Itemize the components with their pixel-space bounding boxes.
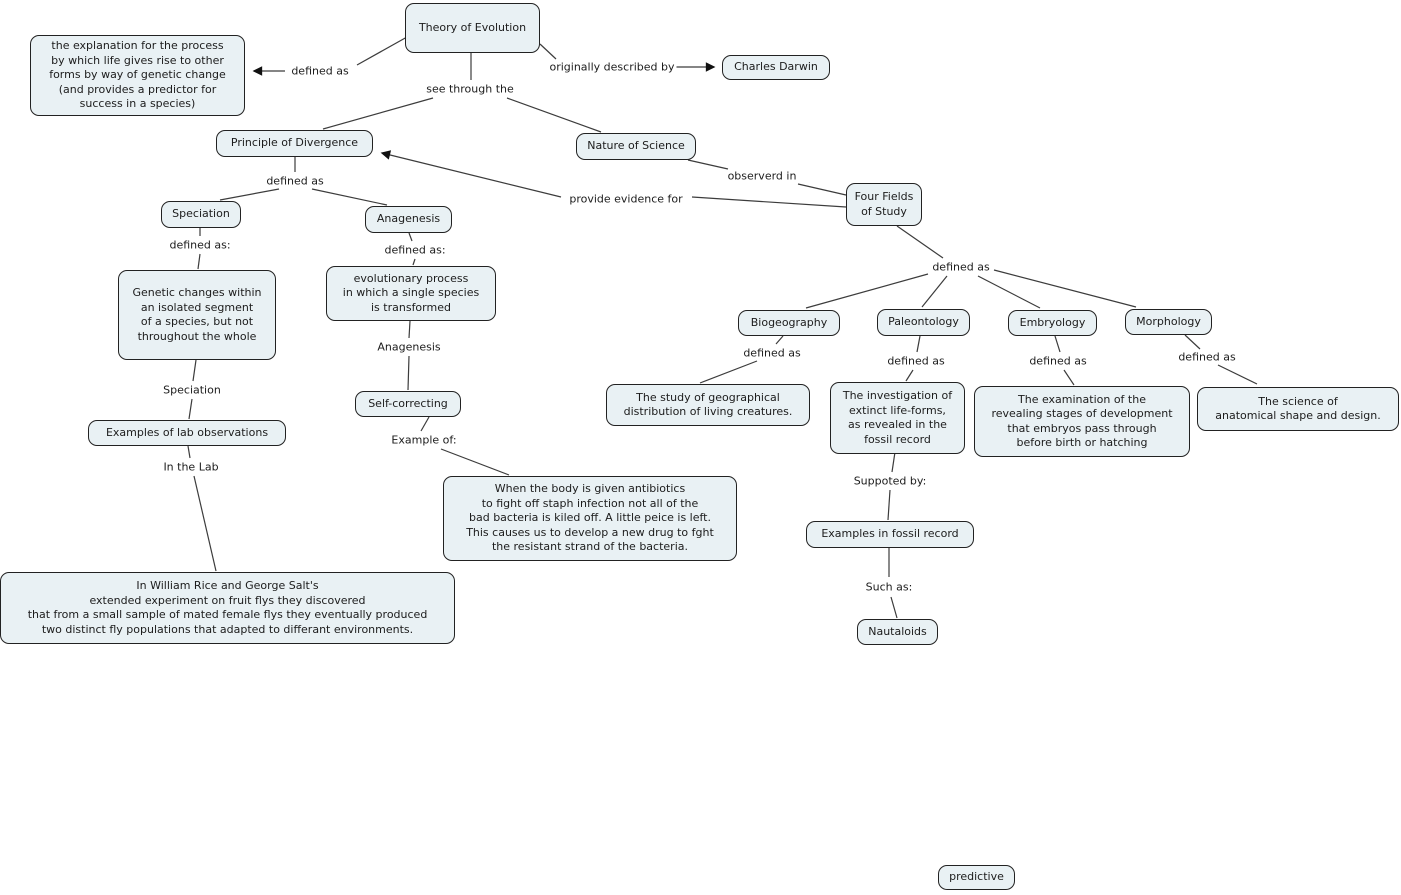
node-biogeography[interactable]: Biogeography — [738, 310, 840, 336]
node-theory-of-evolution[interactable]: Theory of Evolution — [405, 3, 540, 53]
link-label-speciation[interactable]: Speciation — [161, 383, 223, 397]
link-label-anagenesis[interactable]: Anagenesis — [375, 340, 443, 354]
node-embryology[interactable]: Embryology — [1008, 310, 1097, 336]
node-principle-of-divergence[interactable]: Principle of Divergence — [216, 130, 373, 157]
node-predictive[interactable]: predictive — [938, 865, 1015, 890]
link-label-defined-as-biogeography[interactable]: defined as — [741, 346, 803, 360]
link-label-observerd-in[interactable]: observerd in — [725, 169, 799, 183]
link-label-defined-as-theory[interactable]: defined as — [289, 64, 351, 78]
link-label-originally-described-by[interactable]: originally described by — [547, 60, 677, 74]
link-label-defined-as-embryology[interactable]: defined as — [1027, 354, 1089, 368]
node-evolution-definition[interactable]: the explanation for the process by which… — [30, 35, 245, 116]
node-four-fields-of-study[interactable]: Four Fields of Study — [846, 183, 922, 226]
node-embryology-definition[interactable]: The examination of the revealing stages … — [974, 386, 1190, 457]
node-speciation[interactable]: Speciation — [161, 201, 241, 228]
node-paleontology-definition[interactable]: The investigation of extinct life-forms,… — [830, 382, 965, 454]
link-label-in-the-lab[interactable]: In the Lab — [161, 460, 221, 474]
link-label-see-through-the[interactable]: see through the — [424, 82, 516, 96]
node-self-correcting[interactable]: Self-correcting — [355, 391, 461, 417]
link-label-defined-as-speciation[interactable]: defined as: — [167, 238, 233, 252]
link-label-example-of[interactable]: Example of: — [389, 433, 459, 447]
node-nature-of-science[interactable]: Nature of Science — [576, 133, 696, 160]
node-speciation-definition[interactable]: Genetic changes within an isolated segme… — [118, 270, 276, 360]
node-fossil-record-examples[interactable]: Examples in fossil record — [806, 521, 974, 548]
node-paleontology[interactable]: Paleontology — [877, 309, 970, 336]
node-nautaloids[interactable]: Nautaloids — [857, 619, 938, 645]
node-biogeography-definition[interactable]: The study of geographical distribution o… — [606, 384, 810, 426]
link-label-suppoted-by[interactable]: Suppoted by: — [851, 474, 929, 488]
link-label-defined-as-morphology[interactable]: defined as — [1176, 350, 1238, 364]
link-label-provide-evidence-for[interactable]: provide evidence for — [567, 192, 685, 206]
link-label-defined-as-four-fields[interactable]: defined as — [930, 260, 992, 274]
node-charles-darwin[interactable]: Charles Darwin — [722, 55, 830, 80]
node-lab-observations[interactable]: Examples of lab observations — [88, 420, 286, 446]
link-label-defined-as-anagenesis[interactable]: defined as: — [382, 243, 448, 257]
link-label-such-as[interactable]: Such as: — [863, 580, 915, 594]
node-morphology[interactable]: Morphology — [1125, 309, 1212, 335]
link-label-defined-as-paleontology[interactable]: defined as — [885, 354, 947, 368]
node-anagenesis-definition[interactable]: evolutionary process in which a single s… — [326, 266, 496, 321]
node-anagenesis[interactable]: Anagenesis — [365, 206, 452, 233]
node-rice-salt-experiment[interactable]: In William Rice and George Salt's extend… — [0, 572, 455, 644]
node-antibiotics-example[interactable]: When the body is given antibiotics to fi… — [443, 476, 737, 561]
link-label-defined-as-pod[interactable]: defined as — [264, 174, 326, 188]
node-morphology-definition[interactable]: The science of anatomical shape and desi… — [1197, 387, 1399, 431]
